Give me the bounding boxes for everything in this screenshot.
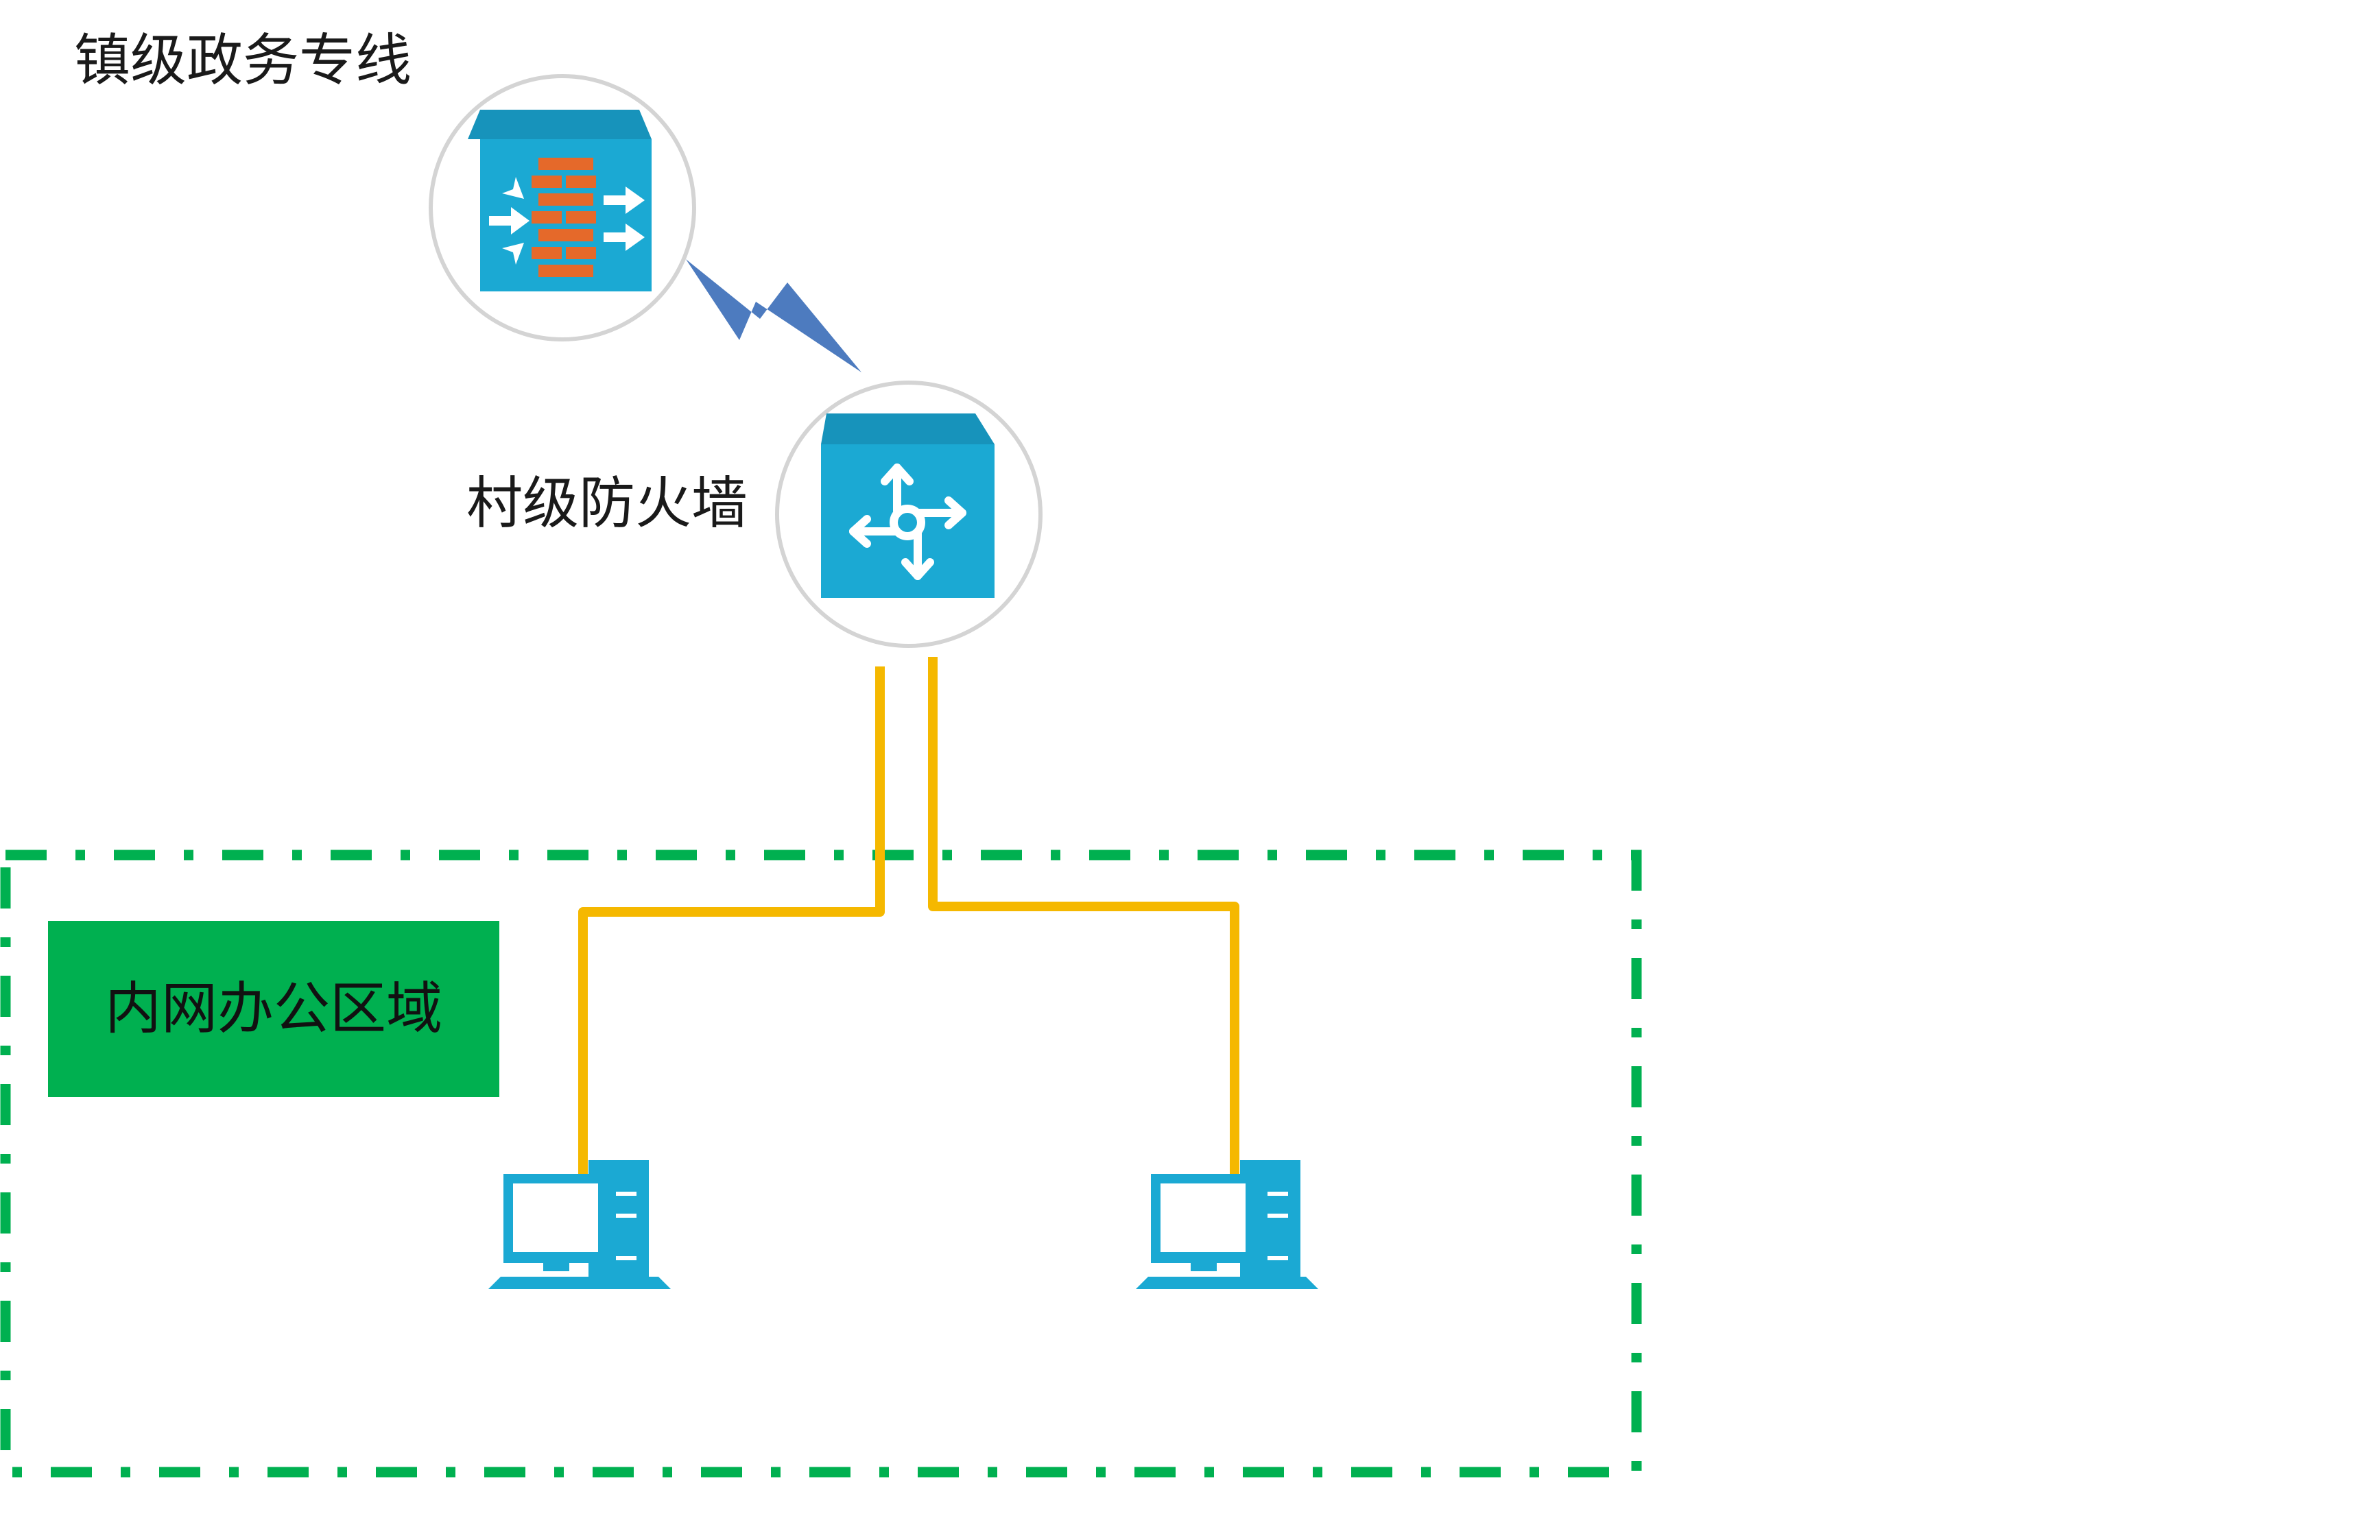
firewall-node[interactable] — [429, 74, 696, 341]
zone-label-background — [48, 921, 499, 1097]
village-firewall-label: 村级防火墙 — [466, 471, 748, 536]
firewall-icon — [468, 110, 652, 291]
computer-icon — [1136, 1160, 1318, 1289]
wireless-link — [686, 259, 861, 372]
town-line-label: 镇级政务专线 — [74, 28, 412, 93]
zone-label-text: 内网办公区域 — [104, 976, 442, 1042]
router-icon — [821, 413, 995, 598]
zone-label: 内网办公区域 — [48, 921, 499, 1097]
internal-zone-border — [0, 850, 1642, 1478]
computer-right[interactable] — [1136, 1160, 1318, 1289]
computer-icon — [488, 1160, 671, 1289]
router-node[interactable] — [775, 381, 1043, 648]
cable-right — [928, 657, 1239, 1178]
cable-left — [578, 666, 885, 1178]
computer-left[interactable] — [488, 1160, 671, 1289]
